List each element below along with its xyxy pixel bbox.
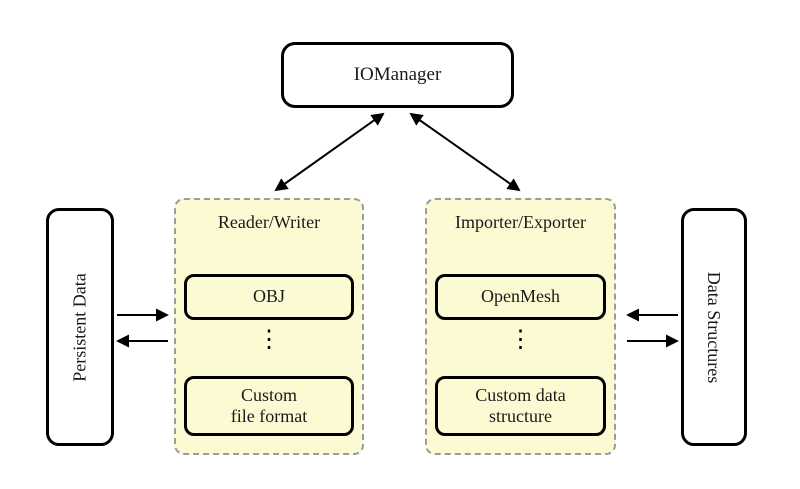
arrow-iomanager-importerexporter [409,112,521,192]
data-structures-label: Data Structures [704,271,725,383]
importer-exporter-panel: Importer/Exporter OpenMesh ⋮ Custom data… [425,198,616,455]
data-structures-node: Data Structures [681,208,747,446]
importer-exporter-ellipsis: ⋮ [508,327,533,353]
importer-exporter-title: Importer/Exporter [455,212,586,232]
openmesh-node: OpenMesh [435,274,606,320]
arrow-iomanager-readerwriter [274,112,385,192]
reader-writer-title: Reader/Writer [217,212,321,232]
openmesh-label: OpenMesh [481,286,560,307]
iomanager-label: IOManager [353,64,442,85]
custom-file-format-node: Custom file format [184,376,354,436]
obj-label: OBJ [252,286,285,307]
reader-writer-ellipsis: ⋮ [257,327,281,353]
obj-node: OBJ [184,274,354,320]
reader-writer-panel: Reader/Writer OBJ ⋮ Custom file format [174,198,364,455]
custom-data-structure-node: Custom data structure [435,376,606,436]
custom-data-structure-label: Custom data structure [475,384,566,426]
persistent-data-label: Persistent Data [69,272,90,382]
iomanager-node: IOManager [281,42,514,108]
custom-file-format-label: Custom file format [230,384,308,426]
persistent-data-node: Persistent Data [46,208,114,446]
